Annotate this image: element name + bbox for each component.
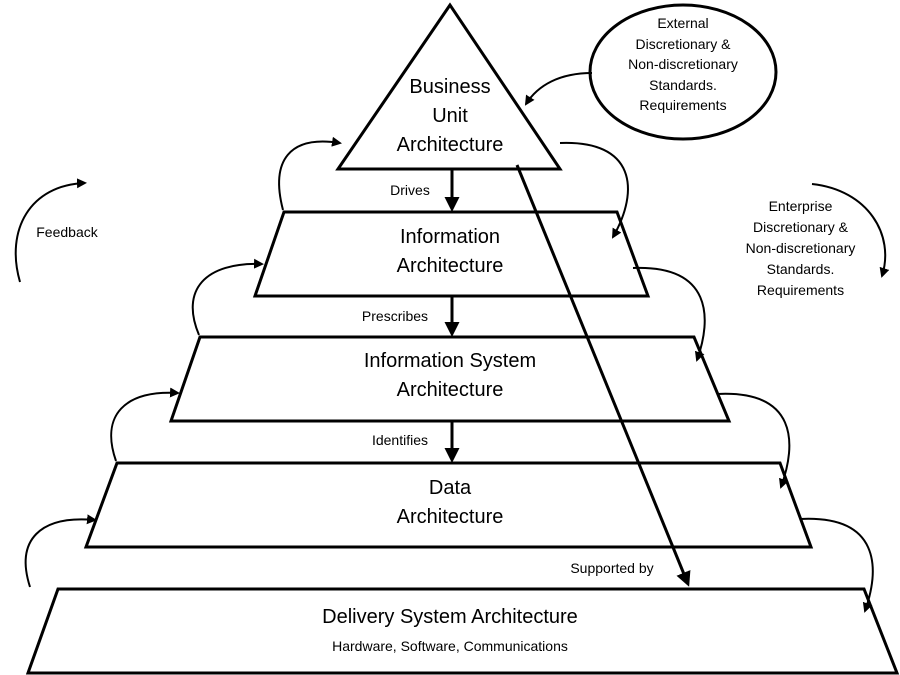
identifies-label: Identifies	[371, 432, 429, 448]
feedback-legend-arrow	[14, 178, 87, 283]
information-system-architecture-label: Information System Architecture	[363, 350, 537, 401]
external-requirements-ellipse	[588, 3, 778, 141]
supported-by-arrow	[515, 164, 691, 587]
feedback-loop-arrow-1	[278, 136, 342, 211]
external-requirements-arrow	[524, 72, 593, 106]
requirement-arrow-2	[632, 266, 706, 362]
requirement-arrow-1	[559, 141, 629, 239]
business-unit-architecture-triangle	[335, 2, 563, 171]
requirement-arrow-4	[799, 517, 874, 613]
information-architecture-trapezoid	[252, 210, 651, 298]
business-unit-architecture-label: Business Unit Architecture	[396, 76, 504, 156]
information-system-architecture-trapezoid	[168, 335, 732, 423]
external-requirements-label: External Discretionary & Non-discretiona…	[628, 15, 738, 114]
enterprise-requirements-label: Enterprise Discretionary & Non-discretio…	[745, 198, 856, 298]
feedback-loop-arrow-4	[24, 514, 97, 588]
supported-by-label: Supported by	[570, 560, 654, 576]
requirement-arrow-3	[716, 392, 791, 489]
feedback-label: Feedback	[36, 224, 98, 240]
feedback-loop-arrow-3	[110, 387, 180, 462]
information-architecture-label: Information Architecture	[396, 226, 504, 277]
delivery-system-architecture-trapezoid	[25, 587, 900, 675]
feedback-loop-arrow-2	[191, 258, 264, 336]
data-architecture-label: Data Architecture	[396, 477, 504, 528]
prescribes-label: Prescribes	[361, 308, 429, 324]
drives-label: Drives	[390, 182, 430, 198]
delivery-system-subtitle: Hardware, Software, Communications	[332, 638, 568, 654]
enterprise-requirements-arrow	[811, 183, 890, 278]
delivery-system-architecture-label: Delivery System Architecture	[322, 606, 578, 628]
